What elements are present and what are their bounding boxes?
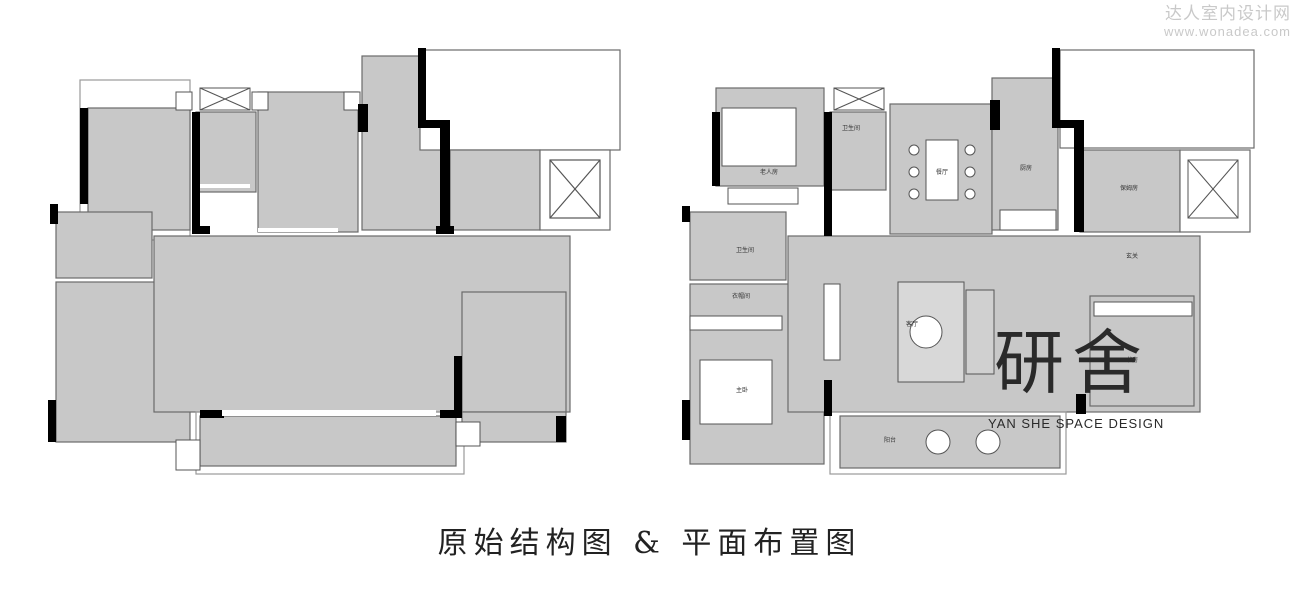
label-study: 书房 [1126,356,1138,364]
label-dining: 餐厅 [936,168,948,176]
label-cloakroom: 衣帽间 [732,292,750,300]
label-bathroom-top: 卫生间 [842,124,860,132]
watermark-url: www.wonadea.com [1164,24,1291,39]
site-watermark: 达人室内设计网 www.wonadea.com [1164,4,1291,40]
label-living-room: 客厅 [906,320,918,328]
label-kitchen: 厨房 [1020,164,1032,172]
brand-logo: 研舍 YAN SHE SPACE DESIGN [988,318,1188,438]
label-bathroom-left: 卫生间 [736,246,754,254]
label-balcony: 阳台 [884,436,896,444]
label-master-bedroom: 主卧 [736,386,748,394]
watermark-title: 达人室内设计网 [1165,4,1291,24]
label-entrance: 玄关 [1126,252,1138,260]
label-nanny-room: 保姆房 [1120,184,1138,192]
label-elder-bedroom: 老人房 [760,168,778,176]
plan-caption: 原始结构图 & 平面布置图 [437,526,862,561]
brand-logo-text: 研舍 [994,322,1150,404]
brand-subtitle: YAN SHE SPACE DESIGN [988,416,1165,431]
